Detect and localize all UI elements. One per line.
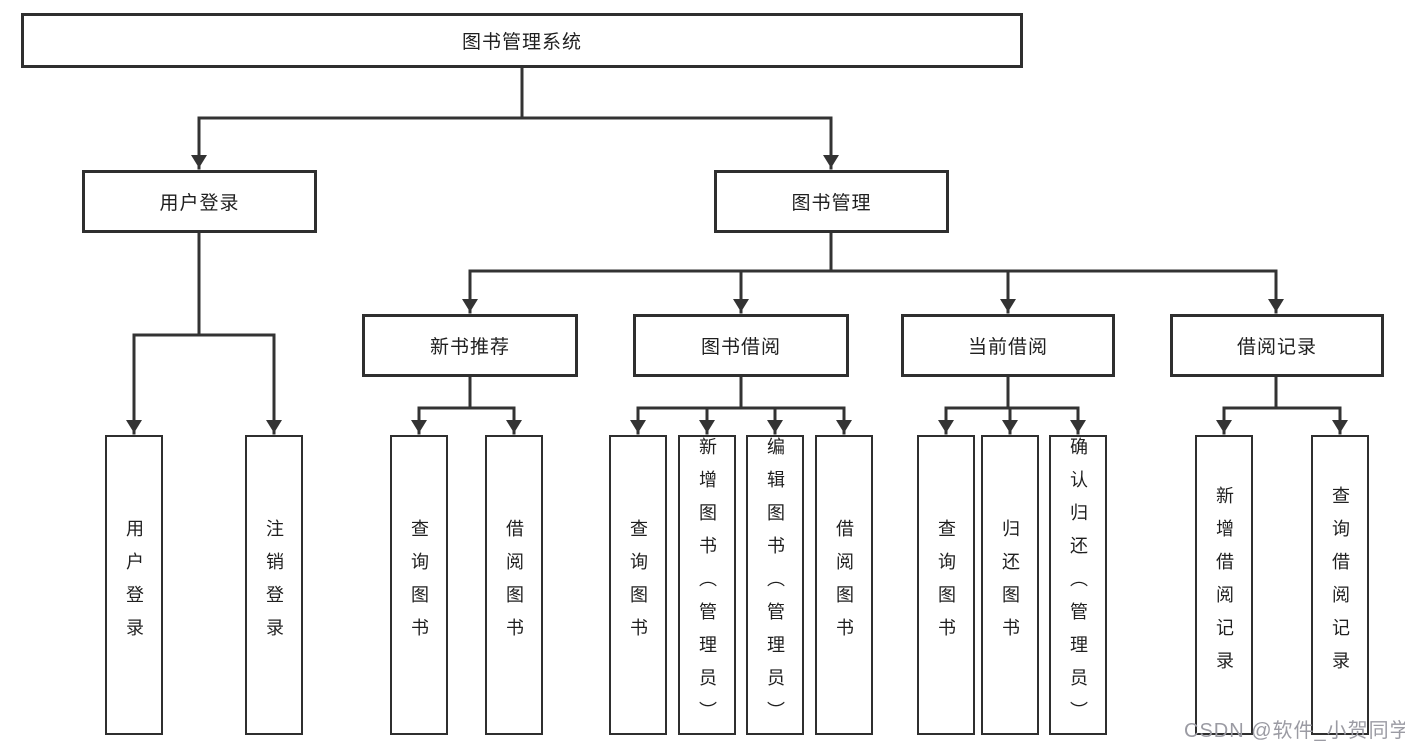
- node-book-management-label: 图书管理: [791, 193, 872, 214]
- leaf-borrowing-query-books-label: 查询图书: [628, 519, 648, 651]
- leaf-user-login: 用户登录: [105, 435, 163, 735]
- leaf-borrowing-edit-books-label: 编辑图书（管理员）: [765, 436, 785, 734]
- csdn-watermark: CSDN @软件_小贺同学: [1184, 720, 1405, 742]
- leaf-current-confirm-return-label: 确认归还（管理员）: [1068, 436, 1088, 734]
- leaf-user-login-label: 用户登录: [124, 519, 144, 651]
- connector-current-borrowing-to-leaves: [938, 375, 1086, 435]
- leaf-current-return-books-label: 归还图书: [1000, 519, 1020, 651]
- leaf-current-query-books-label: 查询图书: [936, 519, 956, 651]
- leaf-borrowing-borrow-books-label: 借阅图书: [834, 519, 854, 651]
- leaf-borrowing-borrow-books: 借阅图书: [815, 435, 873, 735]
- leaf-records-query-record-label: 查询借阅记录: [1330, 486, 1350, 684]
- connector-root-to-level2: [191, 66, 839, 170]
- leaf-records-query-record: 查询借阅记录: [1311, 435, 1369, 735]
- leaf-current-query-books: 查询图书: [917, 435, 975, 735]
- node-new-book-recommend-label: 新书推荐: [429, 337, 510, 358]
- connector-user-login-to-leaves: [126, 231, 282, 435]
- node-book-borrowing: 图书借阅: [633, 314, 849, 377]
- node-root: 图书管理系统: [21, 13, 1023, 68]
- leaf-current-return-books: 归还图书: [981, 435, 1039, 735]
- connector-book-borrowing-to-leaves: [630, 375, 852, 435]
- node-current-borrowing-label: 当前借阅: [967, 337, 1048, 358]
- leaf-logout: 注销登录: [245, 435, 303, 735]
- leaf-logout-label: 注销登录: [264, 519, 284, 651]
- connector-new-book-recommend-to-leaves: [411, 375, 522, 435]
- node-book-management: 图书管理: [714, 170, 949, 233]
- node-new-book-recommend: 新书推荐: [362, 314, 578, 377]
- leaf-borrowing-query-books: 查询图书: [609, 435, 667, 735]
- leaf-recommend-query-books: 查询图书: [390, 435, 448, 735]
- connector-book-management-to-level3: [462, 231, 1284, 314]
- leaf-recommend-query-books-label: 查询图书: [409, 519, 429, 651]
- leaf-recommend-borrow-books: 借阅图书: [485, 435, 543, 735]
- leaf-borrowing-add-books: 新增图书（管理员）: [678, 435, 736, 735]
- node-book-borrowing-label: 图书借阅: [700, 337, 781, 358]
- leaf-records-add-record: 新增借阅记录: [1195, 435, 1253, 735]
- leaf-records-add-record-label: 新增借阅记录: [1214, 486, 1234, 684]
- node-borrowing-records-label: 借阅记录: [1236, 337, 1317, 358]
- node-current-borrowing: 当前借阅: [901, 314, 1115, 377]
- connector-borrowing-records-to-leaves: [1216, 375, 1348, 435]
- node-user-login: 用户登录: [82, 170, 317, 233]
- node-borrowing-records: 借阅记录: [1170, 314, 1384, 377]
- leaf-borrowing-add-books-label: 新增图书（管理员）: [697, 436, 717, 734]
- leaf-borrowing-edit-books: 编辑图书（管理员）: [746, 435, 804, 735]
- node-root-label: 图书管理系统: [461, 32, 582, 53]
- node-user-login-label: 用户登录: [159, 193, 240, 214]
- leaf-current-confirm-return: 确认归还（管理员）: [1049, 435, 1107, 735]
- leaf-recommend-borrow-books-label: 借阅图书: [504, 519, 524, 651]
